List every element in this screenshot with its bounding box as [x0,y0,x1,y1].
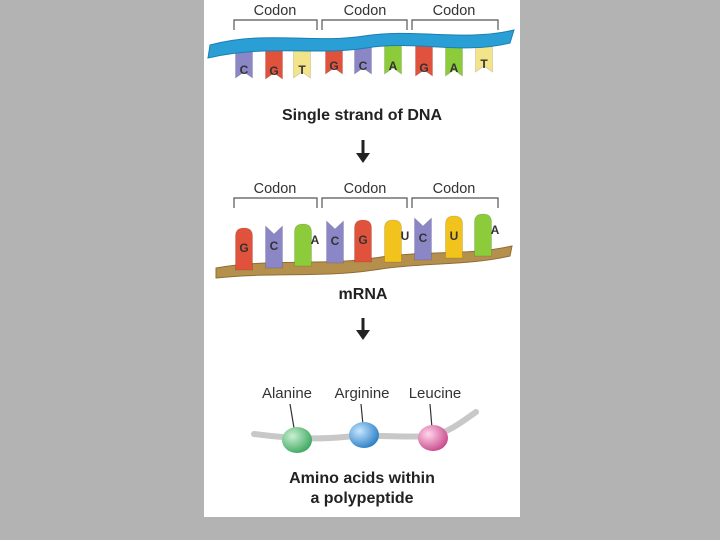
dna-codon-brackets [233,19,499,30]
dna-base-letter: T [480,57,488,71]
dna-base-letter: C [240,63,249,77]
dna-codon-label-3: Codon [433,3,476,19]
mrna-base-letter: C [419,231,428,245]
mrna-base-letter: G [358,233,367,247]
mrna-caption: mRNA [339,286,388,303]
mrna-base-letter: C [331,234,340,248]
mrna-base-U: U [445,215,463,259]
dna-caption: Single strand of DNA [282,107,442,124]
alanine-pointer [289,403,295,429]
dna-codon-label-1: Codon [254,3,297,19]
mrna-base-letter: U [401,229,410,243]
dna-backbone [207,29,515,59]
dna-base-letter: A [389,59,398,73]
dna-base-letter: G [269,64,278,78]
mrna-codon-bracket-1 [233,197,318,208]
dna-section: Codon Codon Codon C G T G C A G A T Single stran… [207,3,515,124]
dna-base-A: A [384,41,402,75]
amino-acid-label-alanine: Alanine [262,385,312,402]
dna-base-letter: G [419,61,428,75]
mrna-base-C: C [414,217,432,261]
amino-acid-label-leucine: Leucine [409,385,462,402]
mrna-codon-bracket-2 [321,197,408,208]
mrna-base-letter: A [491,223,500,237]
dna-codon-label-2: Codon [344,3,387,19]
dna-base-letter: C [359,59,368,73]
dna-base-letter: A [450,61,459,75]
dna-base-A: A [445,43,463,77]
dna-codon-bracket-3 [411,19,499,30]
dna-codon-bracket-2 [321,19,408,30]
dna-base-letter: G [329,59,338,73]
mrna-base-A: A [294,223,320,267]
mrna-codon-bracket-3 [411,197,499,208]
arginine-bead [349,422,379,448]
mrna-base-U: U [384,219,410,263]
arginine-pointer [360,403,364,426]
polypeptide-section: Alanine Arginine Leucine Amino acids wit… [251,385,479,507]
polypeptide-caption-line1: Amino acids within [289,470,435,487]
mrna-codon-brackets [233,197,499,208]
mrna-codon-label-1: Codon [254,181,297,197]
polypeptide-caption-line2: a polypeptide [310,490,413,507]
amino-acid-label-arginine: Arginine [334,385,389,402]
mrna-base-C: C [326,220,344,264]
alanine-bead [282,427,312,453]
dna-base-G: G [265,46,283,80]
mrna-base-letter: C [270,239,279,253]
mrna-base-A: A [474,213,500,257]
leucine-pointer [429,403,433,429]
dna-base-G: G [415,43,433,77]
mrna-codon-label-3: Codon [433,181,476,197]
down-arrow-icon [356,318,370,340]
leucine-bead [418,425,448,451]
mrna-base-G: G [235,227,253,271]
down-arrow-icon [356,140,370,163]
dna-codon-bracket-1 [233,19,318,30]
mrna-codon-label-2: Codon [344,181,387,197]
mrna-base-C: C [265,225,283,269]
dna-base-letter: T [298,63,306,77]
mrna-base-G: G [354,219,372,263]
mrna-base-letter: A [311,233,320,247]
mrna-base-letter: U [450,229,459,243]
mrna-base-letter: G [239,241,248,255]
